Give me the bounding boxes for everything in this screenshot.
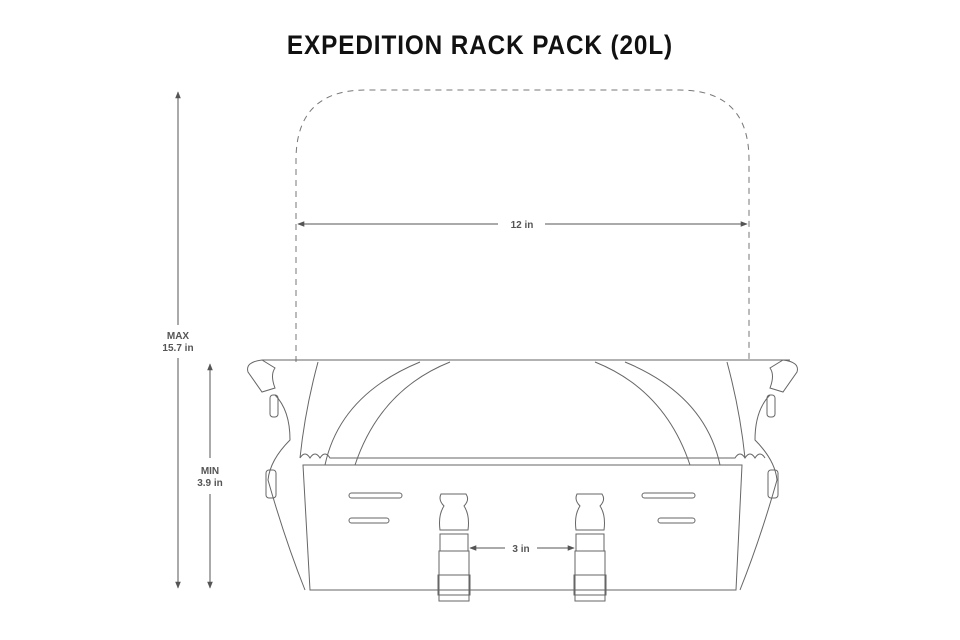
right-strap-buckle	[573, 493, 607, 602]
left-strap-buckle	[437, 493, 471, 602]
strap-spacing-label: 3 in	[512, 544, 529, 555]
page-title: EXPEDITION RACK PACK (20L)	[286, 30, 674, 60]
max-label: MAX	[167, 331, 190, 342]
max-value: 15.7 in	[162, 343, 193, 354]
daisy-chain-slots	[348, 492, 696, 524]
bag-body	[247, 359, 798, 591]
max-extension-outline	[295, 89, 750, 362]
min-value: 3.9 in	[197, 478, 223, 489]
min-label: MIN	[201, 466, 219, 477]
width-label: 12 in	[511, 220, 534, 231]
